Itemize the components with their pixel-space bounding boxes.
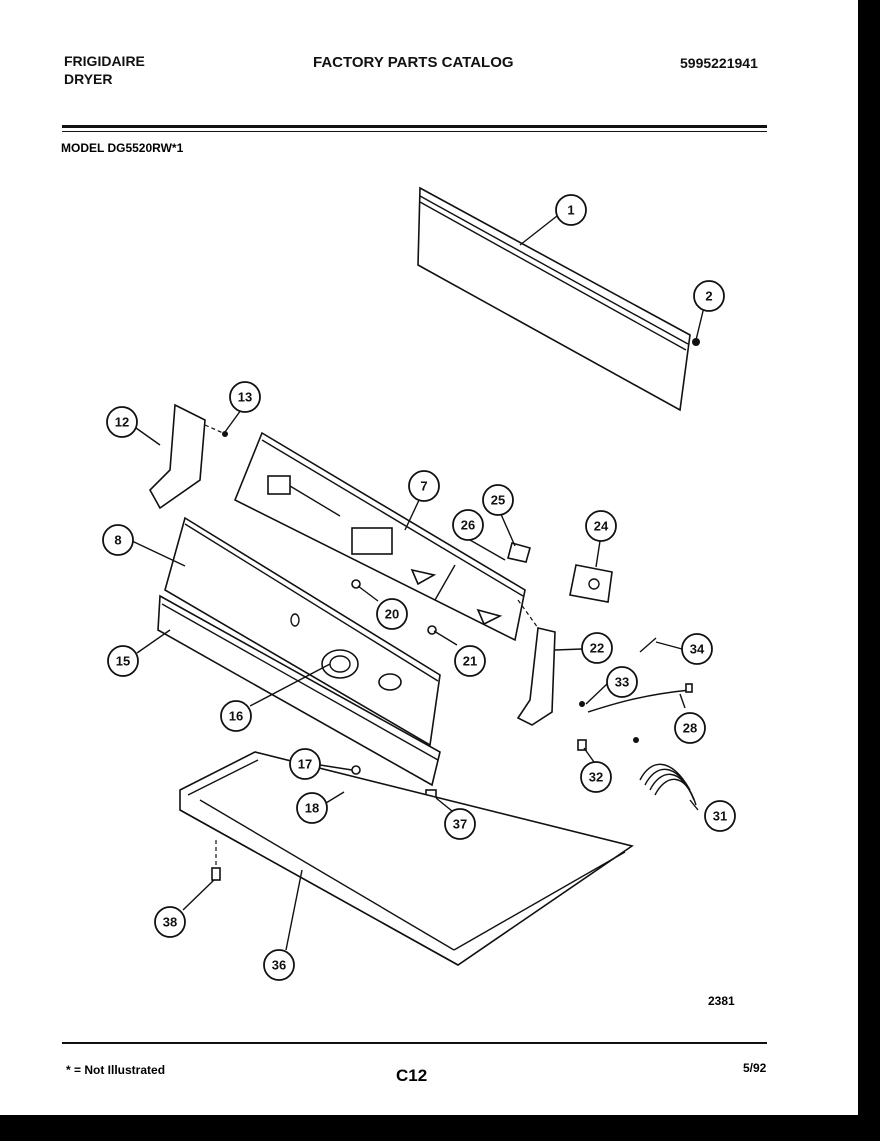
callout-36: 36 <box>263 949 295 981</box>
catalog-part-number: 5995221941 <box>680 55 758 71</box>
not-illustrated-note: * = Not Illustrated <box>66 1063 166 1077</box>
page-code: C12 <box>396 1066 428 1085</box>
part-36-top-panel <box>179 751 634 966</box>
date-code: 5/92 <box>743 1061 767 1075</box>
catalog-title: FACTORY PARTS CATALOG <box>313 54 514 71</box>
svg-text:32: 32 <box>589 770 603 785</box>
svg-text:38: 38 <box>163 915 177 930</box>
drawing-number: 2381 <box>708 994 735 1008</box>
callout-24: 24 <box>585 510 617 542</box>
catalog-page: FRIGIDAIRE DRYER FACTORY PARTS CATALOG 5… <box>0 0 858 1115</box>
callout-1: 1 <box>555 194 587 226</box>
svg-text:18: 18 <box>305 801 319 816</box>
callout-33: 33 <box>606 666 638 698</box>
svg-text:37: 37 <box>453 817 467 832</box>
callout-21: 21 <box>454 645 486 677</box>
callout-28: 28 <box>674 712 706 744</box>
part-32-clip <box>577 739 587 751</box>
leader-lines <box>131 215 705 951</box>
svg-text:8: 8 <box>114 533 121 548</box>
part-22-end-bracket <box>516 599 556 726</box>
svg-text:2: 2 <box>705 289 712 304</box>
header-rule-thin <box>62 131 767 132</box>
callout-2: 2 <box>693 280 725 312</box>
model-number: MODEL DG5520RW*1 <box>61 141 184 155</box>
exploded-parts-diagram: 1 2 7 8 12 13 15 16 17 18 20 21 22 24 25… <box>102 186 736 981</box>
part-15-console-base <box>157 594 441 787</box>
callout-31: 31 <box>704 800 736 832</box>
callout-7: 7 <box>408 470 440 502</box>
part-8-console-front <box>164 516 441 747</box>
part-16-knob <box>321 649 402 691</box>
callout-17: 17 <box>289 748 321 780</box>
part-34-bracket <box>639 637 657 653</box>
callout-34: 34 <box>681 633 713 665</box>
callout-22: 22 <box>581 632 613 664</box>
svg-text:12: 12 <box>115 415 129 430</box>
part-24-timer <box>569 564 613 603</box>
svg-text:16: 16 <box>229 709 243 724</box>
svg-text:20: 20 <box>385 607 399 622</box>
callout-8: 8 <box>102 524 134 556</box>
part-25-switch <box>507 542 531 563</box>
svg-text:33: 33 <box>615 675 629 690</box>
callout-26: 26 <box>452 509 484 541</box>
callout-37: 37 <box>444 808 476 840</box>
svg-text:34: 34 <box>690 642 705 657</box>
part-12-end-bracket <box>149 403 228 510</box>
svg-text:1: 1 <box>567 203 574 218</box>
header-rule-thick <box>62 125 767 128</box>
svg-text:26: 26 <box>461 518 475 533</box>
callout-12: 12 <box>106 406 138 438</box>
callout-32: 32 <box>580 761 612 793</box>
part-31-harness <box>633 737 697 806</box>
svg-text:25: 25 <box>491 493 505 508</box>
callout-38: 38 <box>154 906 186 938</box>
callout-18: 18 <box>296 792 328 824</box>
svg-text:7: 7 <box>420 479 427 494</box>
svg-text:24: 24 <box>594 519 609 534</box>
footer-rule <box>62 1042 767 1044</box>
brand-name: FRIGIDAIRE <box>64 53 145 69</box>
brand-block: FRIGIDAIRE DRYER <box>64 52 145 88</box>
part-1-backsplash-panel <box>417 186 700 412</box>
svg-text:13: 13 <box>238 390 252 405</box>
callout-25: 25 <box>482 484 514 516</box>
part-38-hinge-pin <box>211 840 221 881</box>
svg-text:17: 17 <box>298 757 312 772</box>
callout-15: 15 <box>107 645 139 677</box>
svg-text:36: 36 <box>272 958 286 973</box>
product-name: DRYER <box>64 71 113 87</box>
part-28-wire-harness <box>579 683 693 713</box>
svg-text:21: 21 <box>463 654 477 669</box>
svg-text:15: 15 <box>116 654 130 669</box>
callout-20: 20 <box>376 598 408 630</box>
svg-text:31: 31 <box>713 809 727 824</box>
svg-text:28: 28 <box>683 721 697 736</box>
part-7-control-panel <box>233 431 526 642</box>
callout-16: 16 <box>220 700 252 732</box>
svg-text:22: 22 <box>590 641 604 656</box>
callout-13: 13 <box>229 381 261 413</box>
